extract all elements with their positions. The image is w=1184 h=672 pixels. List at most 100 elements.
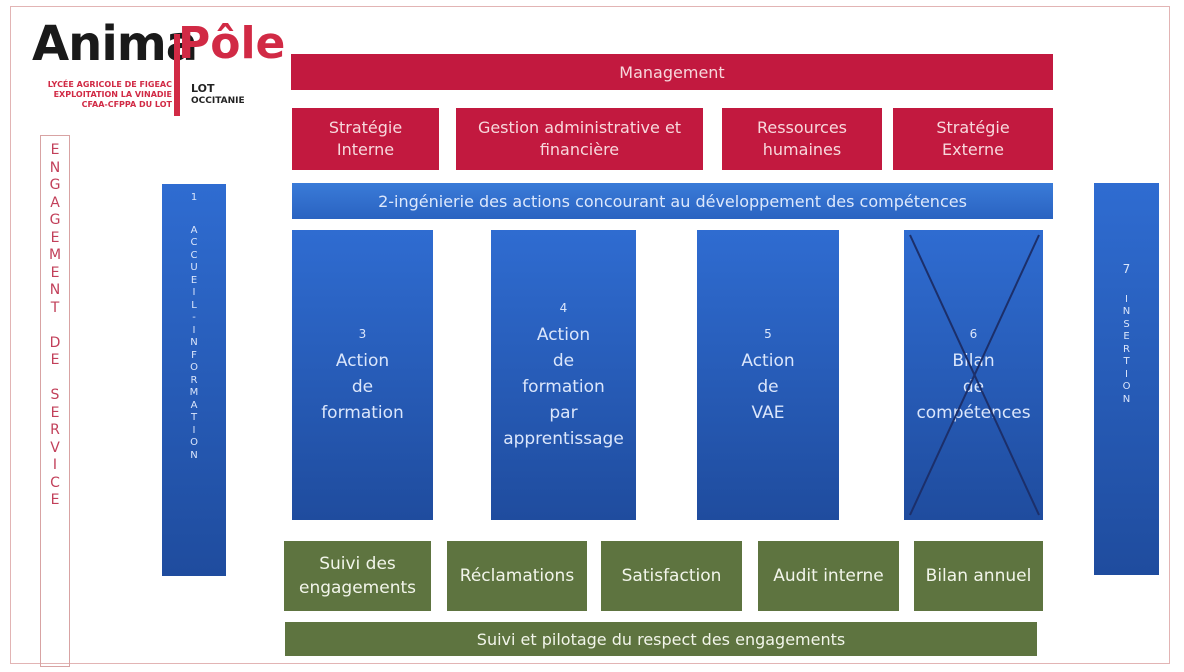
vertical-letter: N — [1122, 306, 1131, 317]
vertical-letter: O — [190, 437, 198, 448]
box-line: Stratégie — [936, 118, 1010, 137]
action-line: VAE — [751, 403, 785, 423]
vertical-letter: N — [49, 159, 61, 176]
vertical-letter: R — [50, 422, 60, 438]
vertical-letter: I — [52, 457, 58, 473]
vertical-letter: F — [191, 349, 197, 361]
bilan-annuel-box: Bilan annuel — [914, 541, 1043, 611]
vertical-letter: N — [49, 282, 61, 298]
box-line: financière — [539, 140, 620, 159]
vertical-letter: C — [50, 474, 60, 491]
accueil-number: 1 — [190, 192, 198, 203]
vertical-letter: E — [1123, 331, 1130, 342]
vertical-letter: - — [192, 312, 196, 323]
action-number: 3 — [358, 327, 367, 341]
action-number: 6 — [969, 327, 978, 341]
logo-institution-line: CFAA-CFPPA DU LOT — [81, 100, 172, 109]
vertical-letter: I — [1125, 368, 1128, 380]
action-apprentissage-column: 4 Action de formation par apprentissage — [491, 230, 636, 520]
action-line: formation — [522, 377, 605, 397]
vertical-letter: I — [192, 424, 196, 436]
vertical-letter: A — [190, 399, 198, 411]
vertical-letter: U — [190, 262, 198, 273]
vertical-letter: I — [192, 324, 196, 336]
action-line: Action — [335, 351, 390, 371]
box-line: Gestion administrative et — [477, 118, 682, 137]
vertical-letter: T — [1123, 356, 1130, 367]
vertical-letter: E — [50, 404, 60, 421]
audit-interne-box: Audit interne — [758, 541, 899, 611]
vertical-letter: O — [190, 362, 198, 373]
vertical-letter: N — [190, 337, 198, 348]
vertical-letter: S — [50, 387, 60, 403]
vertical-letter: C — [190, 249, 198, 261]
vertical-letter: E — [50, 229, 60, 246]
vertical-letter: E — [50, 142, 60, 158]
vertical-letter: E — [50, 264, 60, 281]
logo-institution: LYCÉE AGRICOLE DE FIGEAC EXPLOITATION LA… — [32, 80, 172, 110]
box-line: Externe — [942, 140, 1004, 159]
box-line: humaines — [762, 140, 842, 159]
box-line: Suivi des — [319, 554, 396, 574]
action-line: de — [351, 377, 374, 397]
satisfaction-box: Satisfaction — [601, 541, 742, 611]
vertical-letter: N — [1122, 393, 1131, 405]
action-line: Action — [536, 325, 591, 345]
action-line: Action — [741, 351, 795, 371]
vertical-letter: A — [190, 224, 198, 236]
action-line: formation — [321, 403, 404, 423]
bilan-competences-column: 6 Bilan de compétences — [904, 230, 1043, 520]
logo-region: LOT OCCITANIE — [191, 82, 245, 108]
insertion-number: 7 — [1122, 262, 1131, 276]
logo-region-line: OCCITANIE — [191, 96, 245, 106]
vertical-letter: S — [1123, 318, 1130, 330]
ressources-humaines-box: Ressources humaines — [722, 108, 882, 170]
vertical-letter: C — [190, 237, 198, 248]
vertical-letter: V — [50, 439, 60, 456]
diagram-frame — [10, 6, 1170, 664]
logo-region-line: LOT — [191, 82, 215, 95]
vertical-letter: E — [50, 352, 60, 368]
vertical-letter: D — [49, 334, 61, 351]
vertical-letter: N — [190, 449, 198, 461]
vertical-letter: R — [190, 374, 198, 386]
action-line: compétences — [916, 403, 1031, 423]
logo-institution-line: LYCÉE AGRICOLE DE FIGEAC — [47, 80, 172, 89]
action-line: de — [962, 377, 985, 397]
vertical-letter: I — [192, 287, 196, 298]
vertical-letter: O — [1122, 381, 1131, 392]
action-line: Bilan — [952, 351, 995, 371]
vertical-letter: G — [49, 212, 61, 228]
vertical-letter: T — [190, 412, 198, 423]
action-number: 4 — [559, 301, 568, 315]
logo-institution-line: EXPLOITATION LA VINADIE — [53, 90, 172, 99]
vertical-letter: G — [49, 177, 61, 193]
box-line: Stratégie — [328, 118, 403, 137]
action-number: 5 — [764, 327, 772, 341]
vertical-letter: M — [189, 387, 199, 398]
vertical-letter: I — [1125, 293, 1128, 305]
box-line: Interne — [336, 140, 395, 159]
action-formation-column: 3 Action de formation — [292, 230, 433, 520]
vertical-letter: T — [50, 299, 60, 316]
ingenierie-bar: 2-ingénierie des actions concourant au d… — [292, 183, 1053, 219]
suivi-pilotage-bar: Suivi et pilotage du respect des engagem… — [285, 622, 1037, 656]
vertical-letter: R — [1123, 343, 1130, 355]
action-line: par — [549, 403, 578, 423]
logo-anima: Anima — [32, 16, 198, 72]
box-line: Ressources — [756, 118, 848, 137]
logo-accent-bar — [174, 34, 180, 116]
action-vae-column: 5 Action de VAE — [697, 230, 839, 520]
vertical-letter: E — [50, 492, 60, 508]
vertical-letter: L — [191, 299, 197, 311]
logo-pole: Pôle — [178, 18, 286, 69]
action-line: apprentissage — [503, 429, 624, 449]
vertical-letter: E — [190, 274, 198, 286]
action-line: de — [757, 377, 779, 397]
reclamations-box: Réclamations — [447, 541, 587, 611]
